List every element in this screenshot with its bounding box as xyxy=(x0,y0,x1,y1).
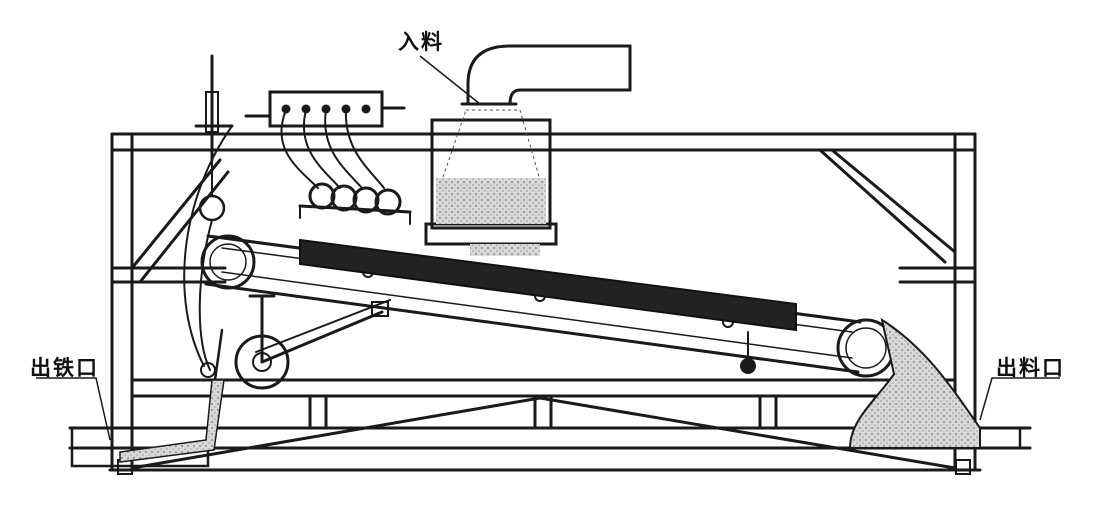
head-pulley xyxy=(200,234,256,290)
magnet-bar xyxy=(299,238,797,332)
electrode-wires xyxy=(280,109,385,189)
tension-linkage xyxy=(255,299,391,364)
leader-lines xyxy=(36,55,1060,441)
material-pile xyxy=(848,317,981,449)
inlet-pipe xyxy=(460,44,632,106)
material-outlet-chute xyxy=(978,426,1022,450)
main-frame xyxy=(110,132,977,472)
material-outlet-label: 出料口 xyxy=(996,356,1065,380)
iron-debris xyxy=(119,379,225,463)
support-rod xyxy=(194,54,234,222)
drive-pulley xyxy=(234,294,290,390)
electrode-rollers xyxy=(298,182,412,225)
inlet-label: 入料 xyxy=(398,30,444,54)
iron-outlet-label: 出铁口 xyxy=(30,356,99,380)
material-flow xyxy=(436,109,546,256)
outer-wires xyxy=(183,125,233,378)
